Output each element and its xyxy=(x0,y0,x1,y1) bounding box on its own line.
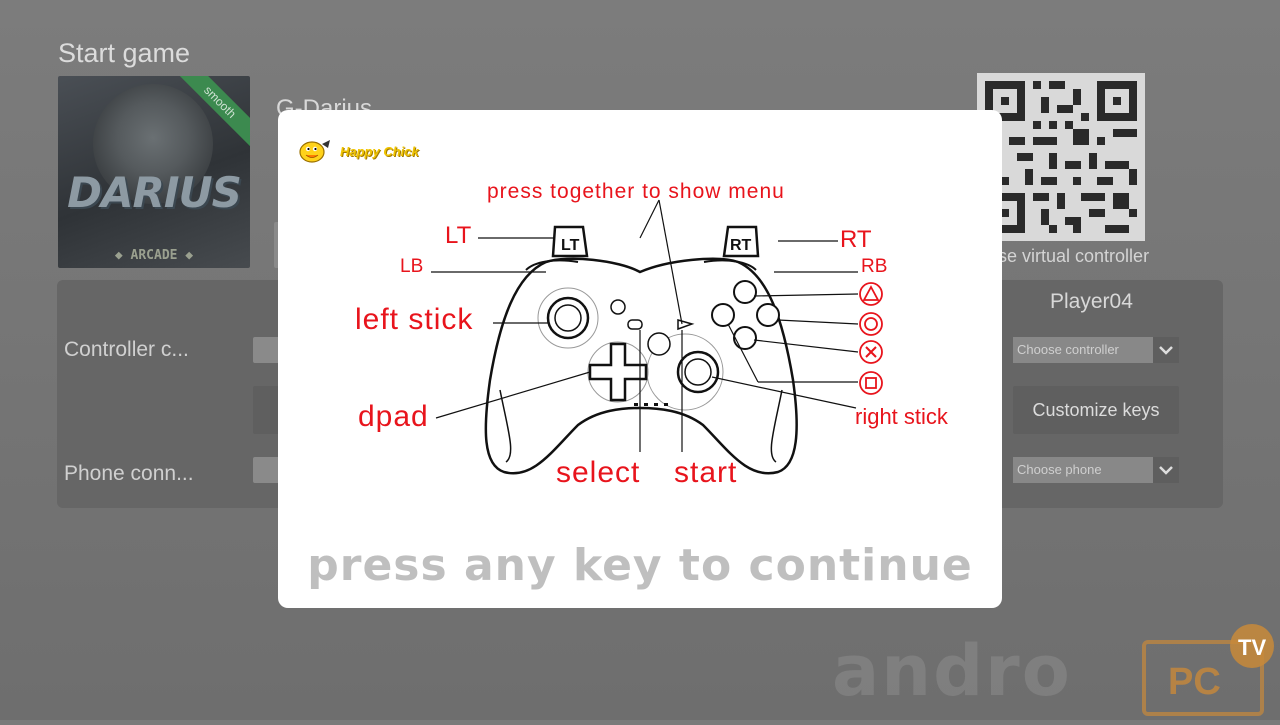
chevron-down-icon[interactable] xyxy=(1153,337,1179,363)
circle-icon xyxy=(864,317,878,331)
left-stick-graphic xyxy=(546,296,590,340)
qr-code-graphic xyxy=(977,73,1145,241)
rt-label: RT xyxy=(840,226,872,253)
pctv-pc-text: PC xyxy=(1168,661,1221,703)
watermark-text: andro xyxy=(832,630,1072,712)
qr-code xyxy=(977,73,1145,241)
pctv-logo: PC TV xyxy=(1140,622,1280,720)
cover-art xyxy=(93,84,213,204)
cover-subtitle: ◆ ARCADE ◆ xyxy=(114,248,194,263)
triangle-icon xyxy=(862,285,880,301)
player04-header: Player04 xyxy=(1050,290,1133,313)
lt-label: LT xyxy=(445,222,472,249)
rt-trigger-text: RT xyxy=(730,237,752,254)
chevron-down-icon[interactable] xyxy=(1153,457,1179,483)
lt-trigger-graphic xyxy=(551,225,589,258)
square-icon xyxy=(865,377,877,389)
rb-label: RB xyxy=(861,256,888,277)
menu-hint-label: press together to show menu xyxy=(487,180,785,203)
dpad-label: dpad xyxy=(358,400,429,433)
controller-connection-label: Controller c... xyxy=(64,338,189,361)
phone-select-value: Choose phone xyxy=(1017,462,1102,477)
rt-trigger-graphic xyxy=(722,225,760,258)
customize-keys-button[interactable]: Customize keys xyxy=(1013,386,1179,434)
cross-icon xyxy=(865,346,877,358)
start-label: start xyxy=(674,456,738,489)
phone-connection-label: Phone conn... xyxy=(64,462,194,485)
continue-prompt: press any key to continue xyxy=(307,540,973,591)
gamepad-diagram: LT RT xyxy=(431,199,883,475)
select-label: select xyxy=(556,456,641,489)
player04-phone-select[interactable]: Choose phone xyxy=(1013,457,1179,483)
brand: Happy Chick xyxy=(298,138,419,164)
lb-label: LB xyxy=(400,256,424,277)
lt-trigger-text: LT xyxy=(561,237,580,254)
controller-select-value: Choose controller xyxy=(1017,342,1119,357)
happy-chick-icon xyxy=(299,140,330,163)
left-stick-label: left stick xyxy=(355,303,474,336)
dpad-graphic xyxy=(588,342,648,402)
player04-controller-select[interactable]: Choose controller xyxy=(1013,337,1179,363)
page-title: Start game xyxy=(58,38,191,68)
right-stick-label: right stick xyxy=(855,404,948,429)
brand-name: Happy Chick xyxy=(340,143,419,159)
game-cover[interactable]: DARIUS ◆ ARCADE ◆ smooth xyxy=(58,76,250,268)
select-button-graphic xyxy=(627,319,643,330)
cover-logo: DARIUS xyxy=(67,168,242,217)
controller-guide-dialog[interactable]: Happy Chick press together to show menu … xyxy=(278,110,1002,608)
pctv-tv-text: TV xyxy=(1238,635,1266,660)
right-stick-graphic xyxy=(676,350,720,394)
qr-caption: Use virtual controller xyxy=(985,246,1150,266)
